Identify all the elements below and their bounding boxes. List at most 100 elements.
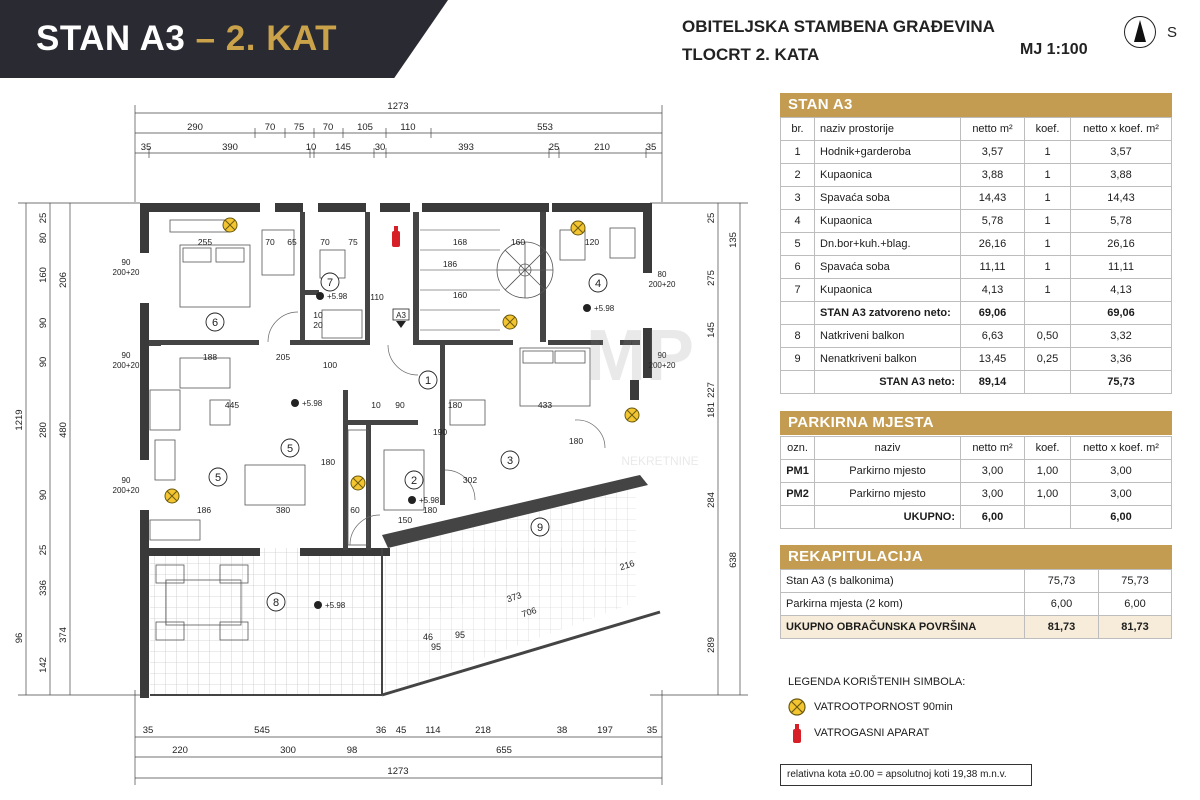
legend-fire-resistance: VATROOTPORNOST 90min xyxy=(786,696,953,718)
table-header-row: br. naziv prostorije netto m² koef. nett… xyxy=(780,117,1172,141)
svg-text:200+20: 200+20 xyxy=(649,361,676,370)
svg-text:8: 8 xyxy=(273,597,279,609)
svg-text:142: 142 xyxy=(38,657,49,673)
room-numbers: 1 2 3 4 5 5 6 7 8 9 xyxy=(205,272,608,612)
svg-text:95: 95 xyxy=(431,642,441,652)
svg-text:90: 90 xyxy=(122,258,131,267)
scale-label: MJ 1:100 xyxy=(1020,41,1088,58)
svg-text:60: 60 xyxy=(350,505,360,515)
svg-text:145: 145 xyxy=(706,322,717,338)
legend-extinguisher: VATROGASNI APARAT xyxy=(786,722,929,744)
svg-text:2: 2 xyxy=(411,475,417,487)
north-arrow-icon xyxy=(1124,16,1156,48)
project-title: OBITELJSKA STAMBENA GRAĐEVINA TLOCRT 2. … xyxy=(682,13,995,69)
svg-text:45: 45 xyxy=(396,725,407,736)
elevation-note: relativna kota ±0.00 = apsolutnoj koti 1… xyxy=(780,764,1032,786)
svg-text:393: 393 xyxy=(458,142,474,153)
svg-text:MP: MP xyxy=(586,316,694,396)
svg-text:150: 150 xyxy=(398,515,412,525)
interior-dimensions: 255 70 65 70 75 168 160 120 186 160 110 … xyxy=(197,237,599,525)
svg-text:9: 9 xyxy=(537,522,543,534)
svg-text:70: 70 xyxy=(265,237,275,247)
svg-text:96: 96 xyxy=(14,633,25,644)
svg-text:25: 25 xyxy=(38,213,49,224)
svg-text:110: 110 xyxy=(370,292,384,302)
svg-text:114: 114 xyxy=(425,725,440,736)
svg-text:218: 218 xyxy=(475,725,491,736)
svg-text:90: 90 xyxy=(122,476,131,485)
svg-text:284: 284 xyxy=(706,492,717,508)
svg-text:180: 180 xyxy=(321,457,335,467)
right-dimensions xyxy=(650,202,748,696)
spiral-staircase xyxy=(496,241,554,299)
top-dimensions xyxy=(134,105,663,202)
svg-text:35: 35 xyxy=(646,142,657,153)
svg-text:98: 98 xyxy=(347,745,358,756)
svg-text:190: 190 xyxy=(433,427,447,437)
svg-text:638: 638 xyxy=(728,552,739,568)
svg-text:90: 90 xyxy=(38,490,49,501)
svg-text:+5.98: +5.98 xyxy=(594,304,615,313)
svg-text:70: 70 xyxy=(265,122,276,133)
furniture xyxy=(149,219,636,641)
svg-text:36: 36 xyxy=(376,725,387,736)
apartment-table-title: STAN A3 xyxy=(780,93,1172,117)
svg-text:1273: 1273 xyxy=(387,766,408,777)
svg-text:390: 390 xyxy=(222,142,238,153)
svg-text:210: 210 xyxy=(594,142,610,153)
svg-text:135: 135 xyxy=(728,232,739,248)
svg-text:25: 25 xyxy=(38,545,49,556)
svg-text:65: 65 xyxy=(287,237,297,247)
bottom-dimension-labels: 35 545 36 45 114 218 38 197 35 220 300 9… xyxy=(143,725,658,777)
dim-top-total: 1273 xyxy=(387,101,408,112)
svg-text:300: 300 xyxy=(280,745,296,756)
bottom-dimensions xyxy=(134,690,663,785)
svg-text:46: 46 xyxy=(423,632,433,642)
svg-text:545: 545 xyxy=(254,725,270,736)
svg-text:70: 70 xyxy=(320,237,330,247)
svg-text:25: 25 xyxy=(549,142,560,153)
legend-title: LEGENDA KORIŠTENIH SIMBOLA: xyxy=(788,676,966,688)
svg-text:188: 188 xyxy=(203,352,217,362)
svg-text:+5.98: +5.98 xyxy=(325,601,346,610)
svg-text:380: 380 xyxy=(276,505,290,515)
title-banner: STAN A3 – 2. KAT xyxy=(0,0,448,78)
svg-text:186: 186 xyxy=(197,505,211,515)
parking-table-title: PARKIRNA MJESTA xyxy=(780,411,1172,435)
table-header-row: ozn. naziv netto m² koef. netto x koef. … xyxy=(780,436,1172,460)
apartment-tag: A3 xyxy=(392,308,410,328)
svg-text:373: 373 xyxy=(505,590,522,604)
fire-extinguisher-icon xyxy=(793,724,801,743)
svg-text:706: 706 xyxy=(520,605,537,619)
fire-resistance-icon xyxy=(788,698,806,716)
svg-text:227: 227 xyxy=(706,382,717,398)
svg-text:70: 70 xyxy=(323,122,334,133)
svg-text:10: 10 xyxy=(371,400,381,410)
svg-text:120: 120 xyxy=(585,237,599,247)
balcony-diagonal-wall xyxy=(382,475,648,548)
parking-table: ozn. naziv netto m² koef. netto x koef. … xyxy=(780,436,1172,529)
fire-extinguisher-icon xyxy=(392,226,400,247)
svg-text:255: 255 xyxy=(198,237,212,247)
svg-text:+5.98: +5.98 xyxy=(302,399,323,408)
svg-text:100: 100 xyxy=(323,360,337,370)
left-dimensions xyxy=(18,202,140,696)
svg-text:7: 7 xyxy=(327,277,333,289)
top-dimension-labels: 1273 290 70 75 70 105 110 553 35 390 10 … xyxy=(141,101,657,153)
svg-text:35: 35 xyxy=(143,725,154,736)
svg-text:3: 3 xyxy=(507,455,513,467)
svg-text:445: 445 xyxy=(225,400,239,410)
svg-text:180: 180 xyxy=(423,505,437,515)
project-line-2: TLOCRT 2. KATA xyxy=(682,45,820,64)
svg-text:200+20: 200+20 xyxy=(649,280,676,289)
svg-text:655: 655 xyxy=(496,745,512,756)
svg-text:90: 90 xyxy=(395,400,405,410)
svg-text:180: 180 xyxy=(448,400,462,410)
svg-text:553: 553 xyxy=(537,122,553,133)
